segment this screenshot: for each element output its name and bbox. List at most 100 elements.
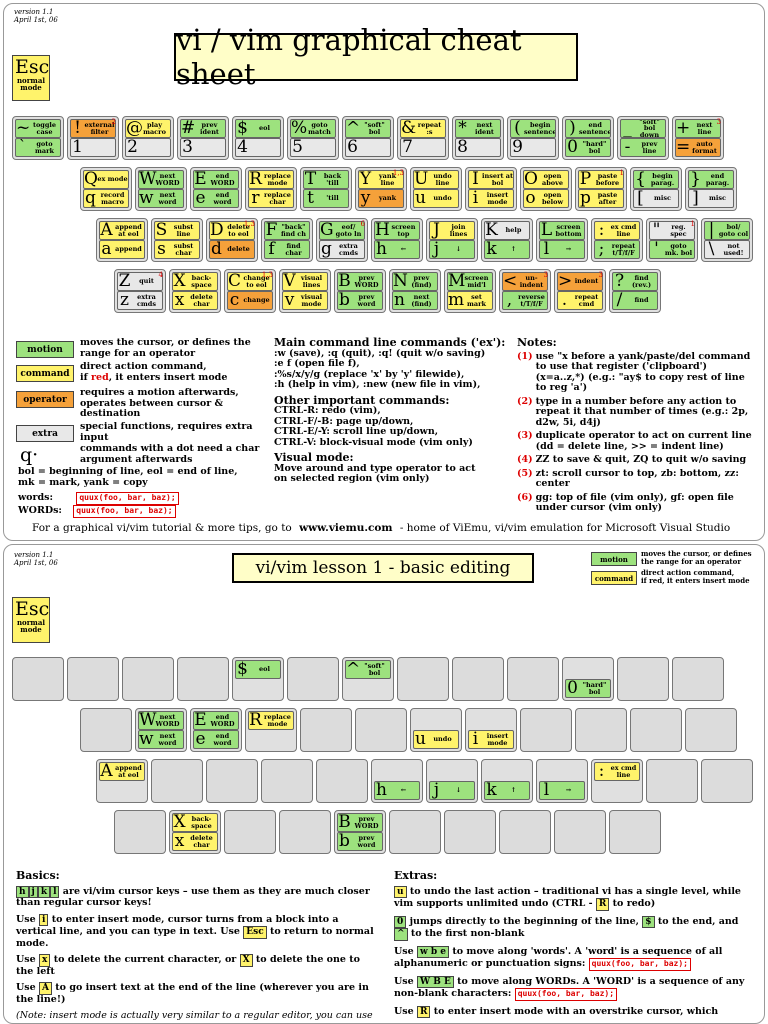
key[interactable]: [114, 810, 166, 854]
key[interactable]: [279, 810, 331, 854]
key[interactable]: [444, 810, 496, 854]
key[interactable]: [575, 708, 627, 752]
key[interactable]: [224, 810, 276, 854]
key[interactable]: [630, 708, 682, 752]
footer-link[interactable]: www.viemu.com: [299, 522, 393, 534]
key[interactable]: [520, 708, 572, 752]
key[interactable]: ?find (rev.)/find: [609, 269, 661, 313]
key[interactable]: h←: [371, 759, 423, 803]
key[interactable]: [701, 759, 753, 803]
key[interactable]: k↑: [481, 759, 533, 803]
key[interactable]: [12, 657, 64, 701]
key[interactable]: l→: [536, 759, 588, 803]
key[interactable]: [389, 810, 441, 854]
key[interactable]: [300, 708, 352, 752]
key-char: @: [126, 119, 143, 138]
key[interactable]: |bol/ goto col\not used!: [701, 218, 753, 262]
key[interactable]: [261, 759, 313, 803]
note-number: (6): [517, 491, 533, 503]
key[interactable]: [397, 657, 449, 701]
esc-key[interactable]: Esc normal mode: [12, 55, 50, 101]
key[interactable]: ^"soft" bol: [342, 657, 394, 701]
key[interactable]: [685, 708, 737, 752]
key[interactable]: $eol: [232, 657, 284, 701]
key[interactable]: [499, 810, 551, 854]
key-char: C: [228, 272, 242, 291]
key[interactable]: :ex cmd line: [591, 759, 643, 803]
key[interactable]: j↓: [426, 759, 478, 803]
key[interactable]: [177, 657, 229, 701]
key[interactable]: [507, 657, 559, 701]
key[interactable]: [672, 657, 724, 701]
key[interactable]: [287, 657, 339, 701]
key[interactable]: [646, 759, 698, 803]
key[interactable]: }end parag.]misc: [685, 167, 737, 211]
key[interactable]: [355, 708, 407, 752]
esc-key[interactable]: Esc normal mode: [12, 597, 50, 643]
key[interactable]: [554, 810, 606, 854]
key[interactable]: [617, 657, 669, 701]
key[interactable]: _"soft" bol down-prev line: [617, 116, 669, 160]
key[interactable]: {begin parag.[misc: [630, 167, 682, 211]
key[interactable]: [206, 759, 258, 803]
key[interactable]: ~toggle case`goto mark: [12, 116, 64, 160]
key[interactable]: [122, 657, 174, 701]
key[interactable]: [80, 708, 132, 752]
key[interactable]: [609, 810, 661, 854]
key[interactable]: [151, 759, 203, 803]
key[interactable]: 0"hard" bol: [562, 657, 614, 701]
key[interactable]: :ex cmd line;repeat t/T/f/F: [591, 218, 643, 262]
key[interactable]: [67, 657, 119, 701]
key[interactable]: [316, 759, 368, 803]
key[interactable]: [452, 657, 504, 701]
